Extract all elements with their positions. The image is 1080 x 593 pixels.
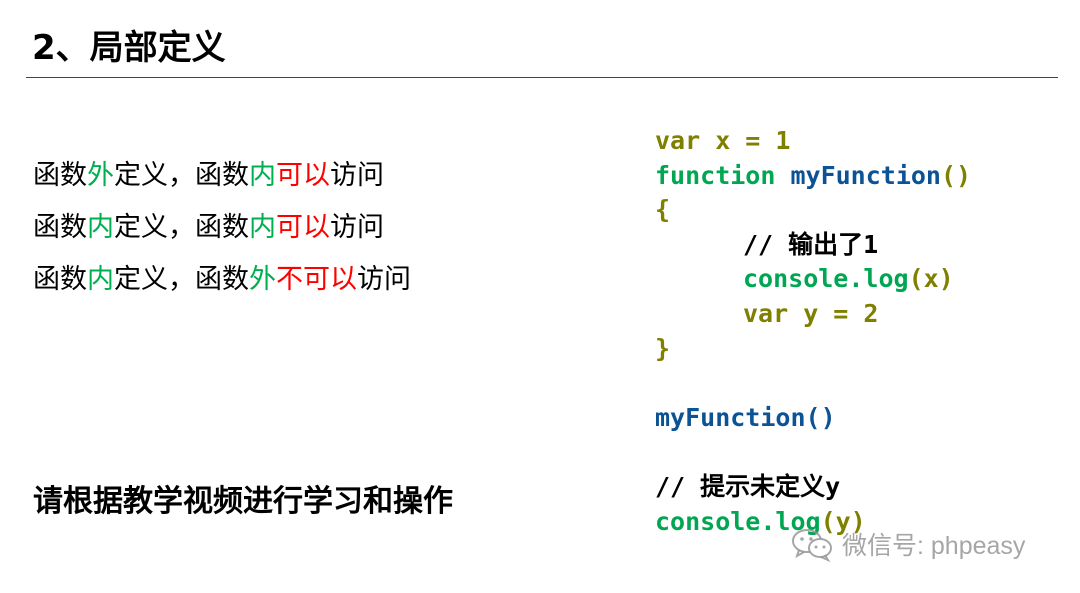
code-token: (y) [820,506,866,536]
bullet-line: 函数外定义，函数内可以访问 [33,150,411,202]
code-line: var y = 2 [655,297,971,332]
code-line [655,366,971,401]
code-token: { [655,195,671,225]
bullet-line: 函数内定义，函数外不可以访问 [33,254,411,306]
code-token: myFunction() [655,402,836,432]
code-token: myFunction [790,160,941,190]
code-line: // 输出了1 [655,228,971,263]
bullet-segment: 访问 [357,264,411,295]
title-divider [26,77,1058,78]
code-line: function myFunction() [655,159,971,194]
bullet-segment: 访问 [330,212,384,243]
bullet-segment: 外 [87,160,114,191]
code-token: function [655,160,791,190]
bullet-segment: 函数 [33,264,87,295]
code-token: () [940,160,972,190]
slide-title: 2、局部定义 [32,28,226,68]
bullet-segment: 内 [87,264,114,295]
code-line [655,435,971,470]
code-token: } [655,333,671,363]
bullet-segment: 函数 [33,212,87,243]
code-token: var x = 1 [655,126,791,155]
code-token: // 输出了1 [743,229,879,259]
code-token: // 提示未定义y [655,471,841,501]
code-token: console.log [743,264,909,294]
bullet-segment: 定义，函数 [114,212,249,243]
code-line: } [655,332,971,367]
bullet-segment: 可以 [276,160,330,191]
bullet-line: 函数内定义，函数内可以访问 [33,202,411,254]
watermark-text: 微信号: phpeasy [842,532,1026,560]
code-token: var y = 2 [743,298,879,328]
code-token: (x) [908,264,954,294]
code-line: console.log(y) [655,505,971,540]
code-token: console.log [655,506,821,536]
bullet-segment: 内 [249,160,276,191]
bullet-segment: 定义，函数 [114,160,249,191]
watermark: 微信号: phpeasy [790,524,1025,564]
bullet-segment: 定义，函数 [114,264,249,295]
bullet-segment: 内 [87,212,114,243]
instruction-text: 请根据教学视频进行学习和操作 [33,484,453,519]
bullet-segment: 可以 [276,212,330,243]
code-line: console.log(x) [655,262,971,297]
bullet-segment: 不可以 [276,264,357,295]
code-line: myFunction() [655,401,971,436]
bullet-list: 函数外定义，函数内可以访问函数内定义，函数内可以访问函数内定义，函数外不可以访问 [33,150,411,306]
wechat-icon [792,529,832,562]
bullet-segment: 内 [249,212,276,243]
bullet-segment: 访问 [330,160,384,191]
bullet-segment: 函数 [33,160,87,191]
code-line: { [655,193,971,228]
bullet-segment: 外 [249,264,276,295]
code-line: var x = 1 [655,124,971,159]
code-line: // 提示未定义y [655,470,971,505]
